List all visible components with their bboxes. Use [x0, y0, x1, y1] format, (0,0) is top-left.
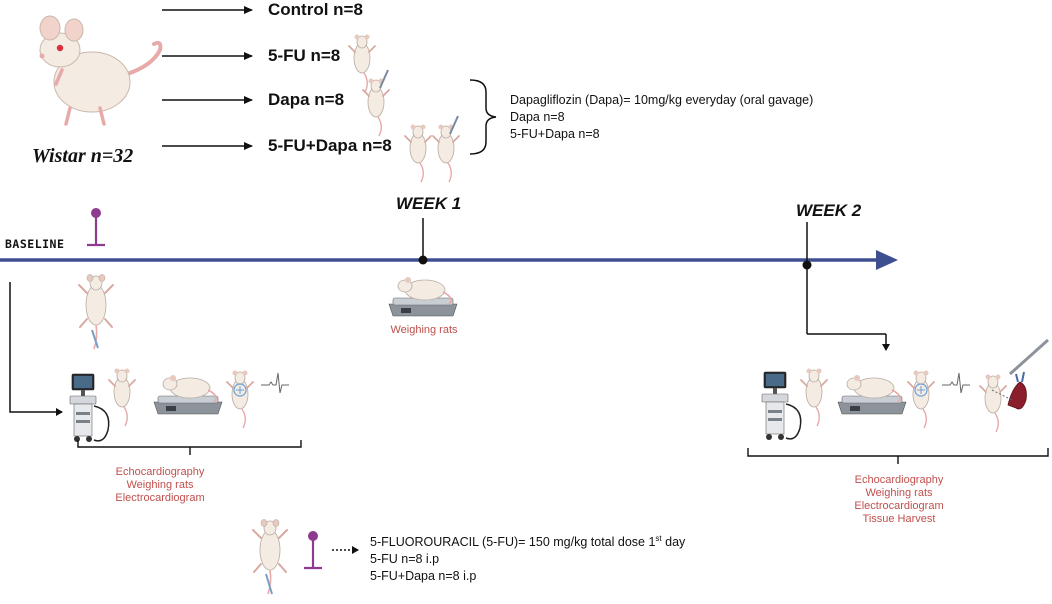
group-brace — [469, 79, 497, 155]
week2-bracket — [747, 448, 1049, 464]
week2-procedure-item: Tissue Harvest — [862, 513, 936, 525]
dapa-note: Dapagliflozin (Dapa)= 10mg/kg everyday (… — [510, 92, 813, 143]
baseline-connector — [9, 282, 63, 416]
week2-procedure-item: Echocardiography — [854, 474, 944, 486]
injection-marker-icon — [85, 206, 107, 247]
fu-note-line3: 5-FU+Dapa n=8 i.p — [370, 569, 477, 584]
fu-note-line2: 5-FU n=8 i.p — [370, 552, 440, 567]
fu-note-line1: 5-FLUOROURACIL (5-FU)= 150 mg/kg total d… — [370, 530, 685, 551]
week1-label: WEEK 1 — [396, 194, 462, 213]
wistar-rat-illustration — [39, 15, 163, 126]
fu-note-line1-main: 5-FLUOROURACIL (5-FU)= 150 mg/kg total d… — [370, 535, 656, 550]
baseline-procedures-list: Echocardiography Weighing rats Electroca… — [100, 466, 220, 505]
fu-note-line1-tail: day — [661, 535, 686, 550]
week1-caption: Weighing rats — [390, 324, 458, 336]
dapa-note-line3: 5-FU+Dapa n=8 — [510, 127, 600, 141]
dapa-note-line2: Dapa n=8 — [510, 110, 565, 124]
baseline-rat-icon — [78, 273, 114, 350]
group-label-dapa: Dapa n=8 — [268, 90, 345, 109]
group-label-5fu-dapa: 5-FU+Dapa n=8 — [268, 136, 392, 155]
group-label-5fu: 5-FU n=8 — [268, 46, 341, 65]
group-label-control: Control n=8 — [268, 0, 363, 19]
week2-label: WEEK 2 — [796, 201, 862, 220]
cohort-label: Wistar n=32 — [32, 145, 134, 167]
fu-injection-illustration — [252, 518, 359, 595]
timeline — [0, 218, 898, 351]
week2-procedure-icons — [761, 338, 1050, 441]
baseline-label: BASELINE — [5, 237, 65, 251]
fu-note: 5-FLUOROURACIL (5-FU)= 150 mg/kg total d… — [370, 530, 685, 585]
week2-procedures-list: Echocardiography Weighing rats Electroca… — [838, 474, 960, 526]
baseline-procedure-item: Weighing rats — [126, 479, 194, 491]
baseline-procedure-icons — [69, 367, 290, 443]
week2-procedure-item: Electrocardiogram — [854, 500, 944, 512]
dapa-note-line1: Dapagliflozin (Dapa)= 10mg/kg everyday (… — [510, 93, 814, 107]
group-arrows — [162, 6, 253, 150]
week2-procedure-item: Weighing rats — [865, 487, 933, 499]
baseline-procedure-item: Electrocardiogram — [115, 492, 205, 504]
fu-note-line1-sup: st — [655, 534, 662, 543]
group-rat-icons — [348, 33, 460, 183]
week1-scale-icon — [388, 276, 458, 317]
baseline-procedure-item: Echocardiography — [115, 466, 205, 478]
baseline-bracket — [77, 440, 302, 455]
